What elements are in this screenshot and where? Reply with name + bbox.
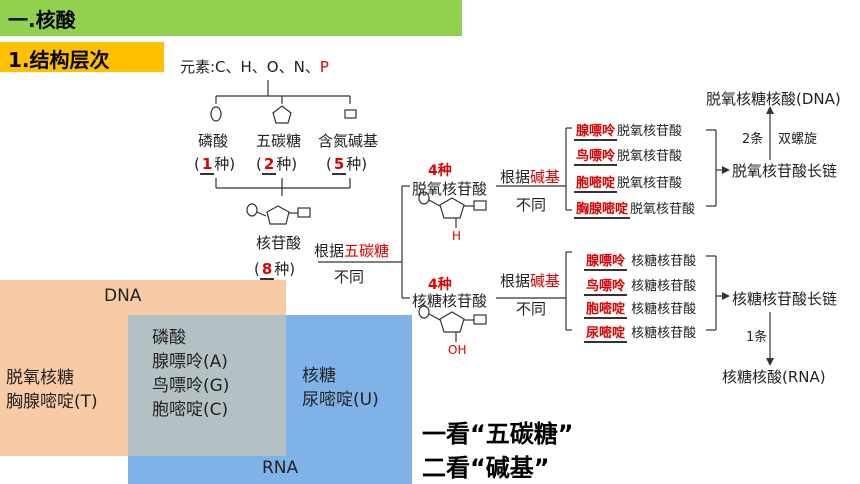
ribo-item: 尿嘧啶 核糖核苷酸	[584, 326, 697, 343]
component-name: 含氮碱基	[318, 132, 379, 150]
tip-second: 二看“碱基”	[422, 454, 550, 482]
element-p: P	[319, 58, 329, 76]
section-title: 一.核酸	[8, 8, 76, 32]
elements-prefix: 元素:C、H、O、N、	[180, 58, 320, 76]
dna-only-list: 脱氧核糖 胸腺嘧啶(T)	[6, 366, 98, 414]
deoxy-item: 腺嘌呤脱氧核苷酸	[574, 124, 683, 141]
dna-only-item: 胸腺嘧啶(T)	[6, 392, 98, 412]
elements-label: 元素:C、H、O、N、P	[180, 56, 329, 77]
sugar-split-suffix: 不同	[334, 268, 365, 286]
deoxy-split-label: 根据碱基	[500, 168, 561, 186]
shared-region	[128, 315, 286, 456]
shared-list: 磷酸 腺嘌呤(A) 鸟嘌呤(G) 胞嘧啶(C)	[152, 326, 229, 422]
deoxy-chain-count: 2条	[742, 132, 764, 147]
subsection-banner	[0, 42, 164, 72]
ribo-item: 腺嘌呤 核糖核苷酸	[584, 254, 697, 271]
ribo-item: 鸟嘌呤 核糖核苷酸	[584, 279, 697, 296]
tip-first: 一看“五碳糖”	[422, 420, 574, 448]
component-name: 磷酸	[198, 132, 229, 150]
ribo-chain-count: 1条	[746, 330, 768, 345]
ribo-item: 胞嘧啶 核糖核苷酸	[584, 302, 697, 319]
deoxy-item: 鸟嘌呤脱氧核苷酸	[574, 149, 683, 166]
ribo-acid: 核糖核酸(RNA)	[722, 368, 826, 386]
deoxy-sugar-mark: H	[452, 229, 462, 243]
rna-only-list: 核糖 尿嘧啶(U)	[302, 364, 379, 412]
ribo-chain: 核糖核苷酸长链	[732, 290, 838, 308]
ribo-split-suffix: 不同	[516, 300, 547, 318]
shared-item: 胞嘧啶(C)	[152, 400, 229, 420]
ribo-kind-count: 4种	[428, 277, 452, 293]
rna-region-label: RNA	[262, 458, 299, 478]
subsection-title: 1.结构层次	[8, 48, 110, 72]
nucleotide-name: 核苷酸	[256, 234, 302, 252]
ribo-split-label: 根据碱基	[500, 272, 561, 290]
shared-item: 鸟嘌呤(G)	[152, 376, 230, 396]
dna-region-label: DNA	[104, 286, 142, 306]
deoxy-helix: 双螺旋	[778, 132, 818, 147]
deoxy-nucleotide-name: 脱氧核苷酸	[412, 180, 488, 198]
rna-only-item: 尿嘧啶(U)	[302, 390, 379, 410]
component-name: 五碳糖	[256, 132, 302, 150]
ribo-nucleotide-name: 核糖核苷酸	[412, 292, 488, 310]
shared-item: 腺嘌呤(A)	[152, 352, 228, 372]
shared-item: 磷酸	[152, 328, 186, 348]
deoxy-item: 胸腺嘧啶脱氧核苷酸	[574, 202, 696, 219]
deoxy-item: 胞嘧啶脱氧核苷酸	[574, 176, 683, 193]
rna-only-item: 核糖	[302, 366, 336, 386]
dna-only-item: 脱氧核糖	[6, 368, 74, 388]
ribo-sugar-mark: OH	[448, 343, 467, 357]
section-banner	[0, 0, 462, 36]
deoxy-kind-count: 4种	[428, 163, 452, 179]
deoxy-chain: 脱氧核苷酸长链	[732, 162, 838, 180]
deoxy-acid: 脱氧核糖核酸(DNA)	[706, 90, 841, 108]
sugar-split-label: 根据五碳糖	[314, 242, 390, 260]
deoxy-split-suffix: 不同	[516, 196, 547, 214]
